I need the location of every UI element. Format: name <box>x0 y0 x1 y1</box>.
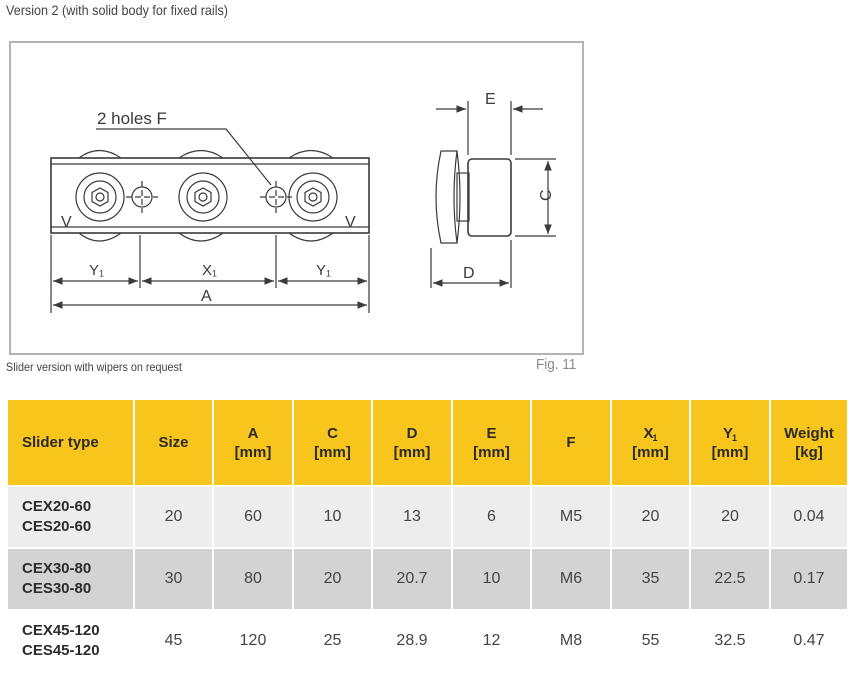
cell-x1: 35 <box>611 548 691 611</box>
slider-drawing: 2 holes F V V Y₁ X₁ Y₁ A E C D <box>50 91 556 313</box>
header-x1: X1[mm] <box>611 400 691 487</box>
mark-v-left: V <box>61 214 72 231</box>
dim-label-x1: X₁ <box>202 262 217 279</box>
wheel-top-right <box>288 149 334 159</box>
header-c: C[mm] <box>293 400 373 487</box>
cell-e: 12 <box>452 610 532 673</box>
cell-c: 20 <box>293 548 373 611</box>
header-y1: Y1[mm] <box>690 400 771 487</box>
header-slider-type: Slider type <box>8 400 135 487</box>
side-view-body <box>467 158 512 237</box>
cell-weight: 0.17 <box>770 548 847 611</box>
table-header-row: Slider type Size A[mm] C[mm] D[mm] E[mm]… <box>8 400 847 487</box>
cell-a: 80 <box>213 548 294 611</box>
figure-number: Fig. 11 <box>536 356 577 373</box>
figure-caption: Slider version with wipers on request <box>6 360 182 374</box>
cell-f: M5 <box>531 486 612 549</box>
wheel-bottom-left <box>78 232 122 242</box>
cell-size: 20 <box>134 486 214 549</box>
cell-y1: 22.5 <box>690 548 771 611</box>
cell-c: 10 <box>293 486 373 549</box>
cell-a: 120 <box>213 610 294 673</box>
slider-body <box>50 157 370 234</box>
dim-label-e: E <box>485 91 496 108</box>
header-e: E[mm] <box>452 400 532 487</box>
cell-weight: 0.47 <box>770 610 847 673</box>
wheel-bottom-right <box>288 232 334 242</box>
callout-holes-label: 2 holes F <box>97 109 167 128</box>
wheel-bottom-mid <box>178 232 224 242</box>
dim-label-y1-right: Y₁ <box>316 262 331 279</box>
cell-x1: 55 <box>611 610 691 673</box>
cell-d: 28.9 <box>372 610 453 673</box>
slider-spec-table: Slider type Size A[mm] C[mm] D[mm] E[mm]… <box>8 400 847 673</box>
cell-d: 13 <box>372 486 453 549</box>
dim-label-d: D <box>463 265 475 282</box>
cell-e: 10 <box>452 548 532 611</box>
side-view-wheel <box>435 150 458 244</box>
header-a: A[mm] <box>213 400 294 487</box>
cell-x1: 20 <box>611 486 691 549</box>
section-heading: Version 2 (with solid body for fixed rai… <box>6 2 229 18</box>
cell-c: 25 <box>293 610 373 673</box>
cell-weight: 0.04 <box>770 486 847 549</box>
cell-f: M6 <box>531 548 612 611</box>
header-d: D[mm] <box>372 400 453 487</box>
header-f: F <box>531 400 612 487</box>
wheel-top-mid <box>178 149 224 159</box>
cell-e: 6 <box>452 486 532 549</box>
dim-label-a: A <box>201 288 212 305</box>
header-weight: Weight[kg] <box>770 400 847 487</box>
dim-label-c: C <box>538 189 555 201</box>
header-size: Size <box>134 400 214 487</box>
cell-a: 60 <box>213 486 294 549</box>
cell-f: M8 <box>531 610 612 673</box>
cell-d: 20.7 <box>372 548 453 611</box>
dim-label-y1-left: Y₁ <box>89 262 104 279</box>
cell-y1: 20 <box>690 486 771 549</box>
wheel-top-left <box>78 149 122 159</box>
cell-size: 45 <box>134 610 214 673</box>
cell-size: 30 <box>134 548 214 611</box>
mark-v-right: V <box>345 214 356 231</box>
cell-y1: 32.5 <box>690 610 771 673</box>
technical-drawing-frame: 2 holes F V V Y₁ X₁ Y₁ A E C D <box>9 41 584 355</box>
callout-leader <box>96 128 272 186</box>
